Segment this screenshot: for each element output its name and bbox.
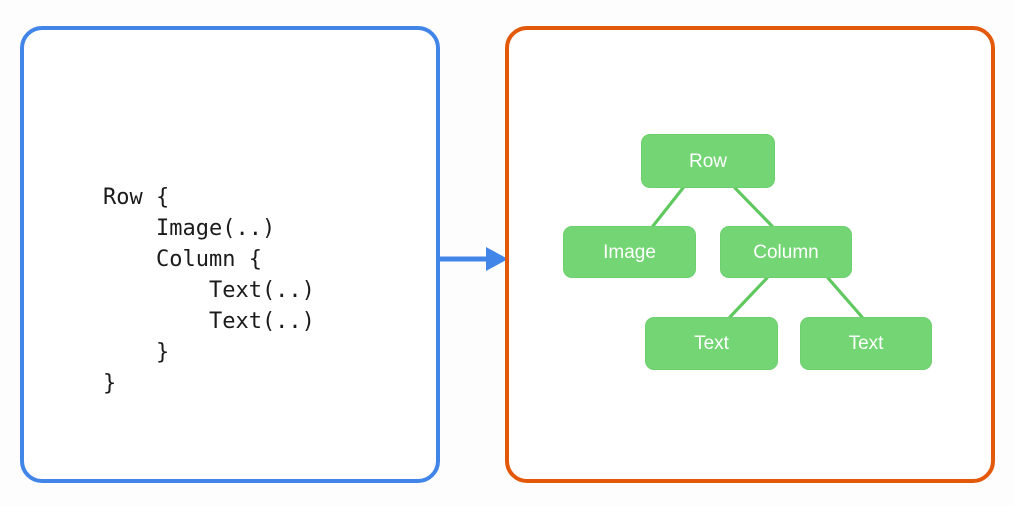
tree-node-image[interactable]: Image: [563, 226, 696, 278]
tree-node-text-1[interactable]: Text: [645, 317, 778, 370]
tree-node-text-2[interactable]: Text: [800, 317, 932, 370]
flow-arrow-icon: [438, 247, 508, 271]
source-code-block: Row { Image(..) Column { Text(..) Text(.…: [103, 185, 315, 396]
tree-node-column[interactable]: Column: [720, 226, 852, 278]
code-panel: Row { Image(..) Column { Text(..) Text(.…: [20, 26, 440, 483]
tree-node-row[interactable]: Row: [641, 134, 775, 188]
